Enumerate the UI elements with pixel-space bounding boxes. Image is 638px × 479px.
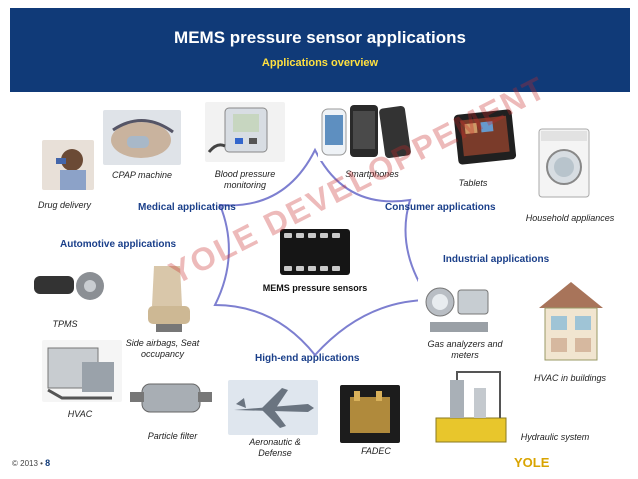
header-banner: MEMS pressure sensor applications Applic… — [10, 8, 630, 92]
label-aeronautic: Aeronautic & Defense — [249, 437, 301, 458]
page-number: 8 — [45, 458, 51, 468]
label-cpap: CPAP machine — [111, 170, 173, 180]
page-subtitle: Applications overview — [261, 57, 379, 69]
star-outline — [213, 147, 432, 357]
drug-delivery-photo — [42, 140, 94, 190]
label-tpms: TPMS — [52, 319, 78, 329]
label-blood-pressure: Blood pressure monitoring — [214, 169, 276, 190]
mems-chip — [280, 229, 350, 275]
copyright-text: © 2013 • — [12, 459, 43, 468]
label-drug-delivery: Drug delivery — [38, 200, 92, 210]
label-fadec: FADEC — [361, 446, 391, 456]
tpms-photo — [32, 262, 104, 310]
label-particle-filter: Particle filter — [147, 431, 198, 441]
gas-analyzers-photo — [418, 278, 496, 338]
category-automotive: Automotive applications — [60, 239, 177, 250]
logo-main: YOLE — [514, 455, 550, 470]
label-hvac: HVAC — [67, 409, 93, 419]
aeronautic-photo — [228, 380, 318, 435]
category-industrial: Industrial applications — [443, 254, 550, 265]
page-title: MEMS pressure sensor applications — [174, 28, 466, 47]
category-high-end: High-end applications — [255, 353, 360, 364]
center-label: MEMS pressure sensors — [262, 283, 368, 293]
label-hydraulic: Hydraulic system — [520, 432, 590, 442]
cpap-photo — [103, 110, 181, 165]
label-tablets: Tablets — [458, 178, 488, 188]
household-photo — [533, 125, 595, 200]
label-hvac-buildings: HVAC in buildings — [533, 373, 607, 383]
category-medical: Medical applications — [138, 202, 236, 213]
label-smartphones: Smartphones — [345, 169, 399, 179]
category-consumer: Consumer applications — [385, 202, 496, 213]
hvac-buildings-photo — [535, 278, 607, 363]
blood-pressure-photo — [205, 102, 285, 162]
tablets-photo — [452, 108, 520, 166]
smartphones-photo — [318, 103, 428, 161]
hvac-photo — [42, 340, 122, 402]
particle-filter-photo — [128, 370, 214, 428]
seat-photo — [140, 262, 196, 337]
label-gas-analyzers: Gas analyzers and meters — [427, 339, 503, 360]
label-airbags: Side airbags, Seat occupancy — [125, 338, 200, 359]
label-household: Household appliances — [525, 213, 615, 223]
hydraulic-photo — [430, 370, 520, 445]
fadec-photo — [340, 385, 400, 443]
yole-logo: YOLE — [514, 455, 549, 470]
footer: © 2013 • 8 — [12, 458, 50, 468]
